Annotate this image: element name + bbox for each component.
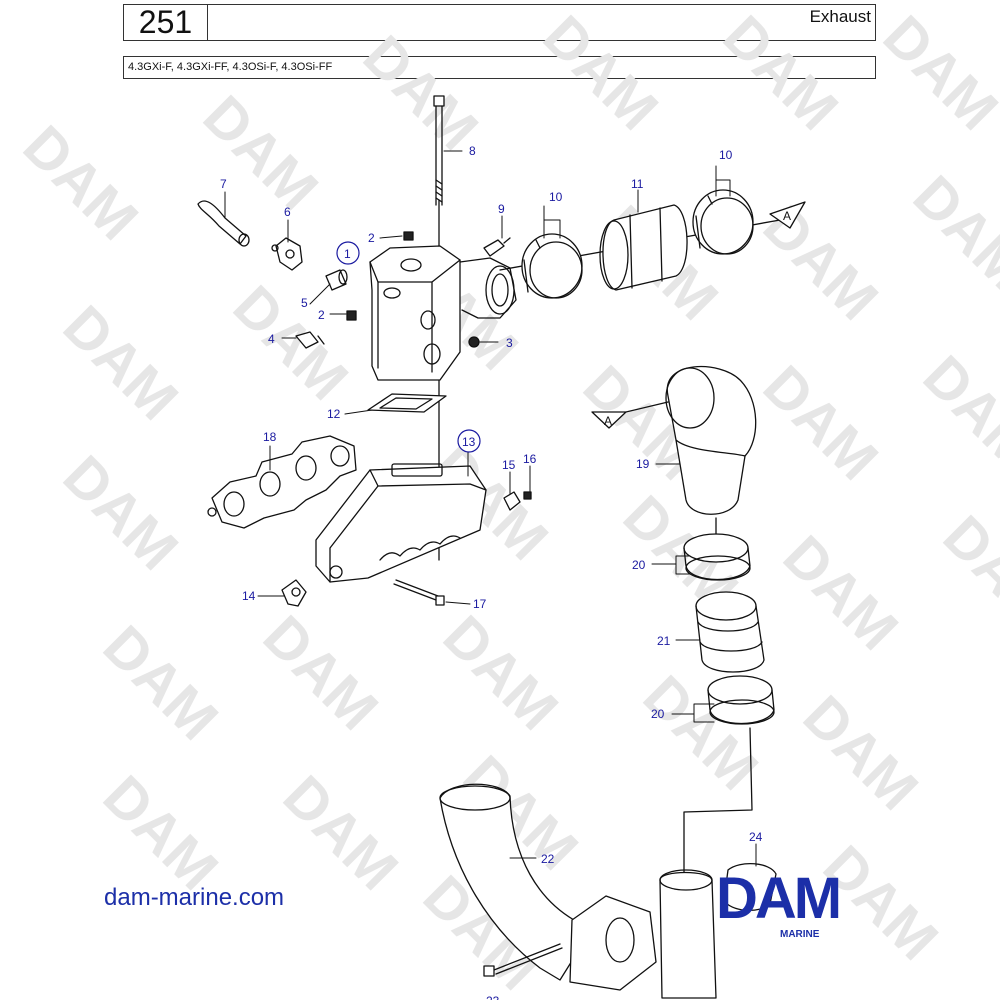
callout-5: 5 [301, 296, 308, 310]
part-10-clamp [692, 189, 754, 255]
part-23-bolt [483, 943, 563, 977]
part-8-bolt [433, 95, 445, 206]
part-12-gasket [367, 393, 447, 413]
watermark: DAM [901, 163, 1000, 302]
part-21-coupling [695, 591, 765, 673]
watermark: DAM [791, 683, 930, 822]
part-16-plug [523, 491, 532, 500]
title-box: Exhaust [207, 4, 876, 41]
callout-17: 17 [473, 597, 487, 611]
part-10-clamp [521, 233, 583, 299]
part-3-plug [468, 336, 480, 348]
brand-logo-text: DAM [716, 866, 839, 931]
callout-20: 20 [632, 558, 646, 572]
part-14-elbow [281, 579, 307, 607]
ref-a-label: A [783, 209, 791, 223]
callout-3: 3 [506, 336, 513, 350]
callout-13: 13 [462, 435, 476, 449]
watermark: DAM [251, 603, 390, 742]
watermark: DAM [711, 3, 850, 142]
watermark: DAM [51, 443, 190, 582]
models-box: 4.3GXi-F, 4.3GXi-FF, 4.3OSi-F, 4.3OSi-FF [123, 56, 876, 79]
part-24-gasket [723, 863, 777, 911]
callout-24: 24 [749, 830, 763, 844]
part-13-manifold [315, 463, 487, 583]
part-6-fitting [271, 237, 303, 271]
part-1-riser [369, 245, 517, 381]
part-17-bolt [393, 579, 445, 606]
part-2-plug [346, 310, 357, 321]
callout-circle [336, 241, 360, 265]
watermark: DAM [751, 353, 890, 492]
ref-a-label: A [604, 414, 612, 428]
watermark: DAM [11, 113, 150, 252]
part-2-plug [403, 231, 414, 241]
part-4-fitting [295, 331, 325, 349]
callout-16: 16 [523, 452, 537, 466]
part-20-clamp [683, 533, 751, 581]
callout-10: 10 [719, 148, 733, 162]
watermark: DAM [911, 343, 1000, 482]
callout-18: 18 [263, 430, 277, 444]
callout-2: 2 [318, 308, 325, 322]
watermark: DAM [351, 23, 490, 162]
part-11-coupling [599, 204, 688, 291]
part-15-fitting [503, 491, 521, 511]
watermark: DAM [431, 603, 570, 742]
part-18-gasket [207, 435, 357, 529]
part-5-nipple [325, 269, 348, 291]
watermark: DAM [871, 3, 1000, 142]
callout-6: 6 [284, 205, 291, 219]
callout-10: 10 [549, 190, 563, 204]
watermark: DAM [191, 83, 330, 222]
dam-logo: DAM [716, 866, 842, 931]
page-number: 251 [123, 4, 208, 41]
watermark: DAM [91, 763, 230, 902]
watermark: DAM [771, 523, 910, 662]
callout-15: 15 [502, 458, 516, 472]
part-19-elbow [665, 365, 757, 515]
part-9-sensor [483, 237, 511, 257]
callout-12: 12 [327, 407, 341, 421]
ref-a-marker [769, 201, 806, 229]
watermark: DAM [91, 613, 230, 752]
callout-8: 8 [469, 144, 476, 158]
callout-14: 14 [242, 589, 256, 603]
watermark: DAM [51, 293, 190, 432]
watermark: DAM [221, 273, 360, 412]
callout-20: 20 [651, 707, 665, 721]
model-list: 4.3GXi-F, 4.3GXi-FF, 4.3OSi-F, 4.3OSi-FF [128, 61, 333, 73]
watermark: DAM [531, 3, 670, 142]
callout-19: 19 [636, 457, 650, 471]
brand-subtitle: MARINE [780, 929, 820, 940]
watermark: DAM [271, 763, 410, 902]
callout-21: 21 [657, 634, 671, 648]
callout-7: 7 [220, 177, 227, 191]
callout-1: 1 [344, 247, 351, 261]
callout-11: 11 [631, 177, 644, 191]
ref-a-marker [591, 411, 627, 429]
watermark: DAM [931, 503, 1000, 642]
callout-2: 2 [368, 231, 375, 245]
callout-9: 9 [498, 202, 505, 216]
callout-circle [457, 429, 481, 453]
callout-23: 23 [486, 994, 500, 1000]
part-7-hose [197, 200, 250, 247]
callout-22: 22 [541, 852, 555, 866]
website-link[interactable]: dam-marine.com [104, 884, 285, 911]
page-title: Exhaust [809, 7, 871, 26]
callout-4: 4 [268, 332, 275, 346]
part-20-clamp [707, 675, 775, 725]
part-22-pipe [439, 783, 717, 999]
